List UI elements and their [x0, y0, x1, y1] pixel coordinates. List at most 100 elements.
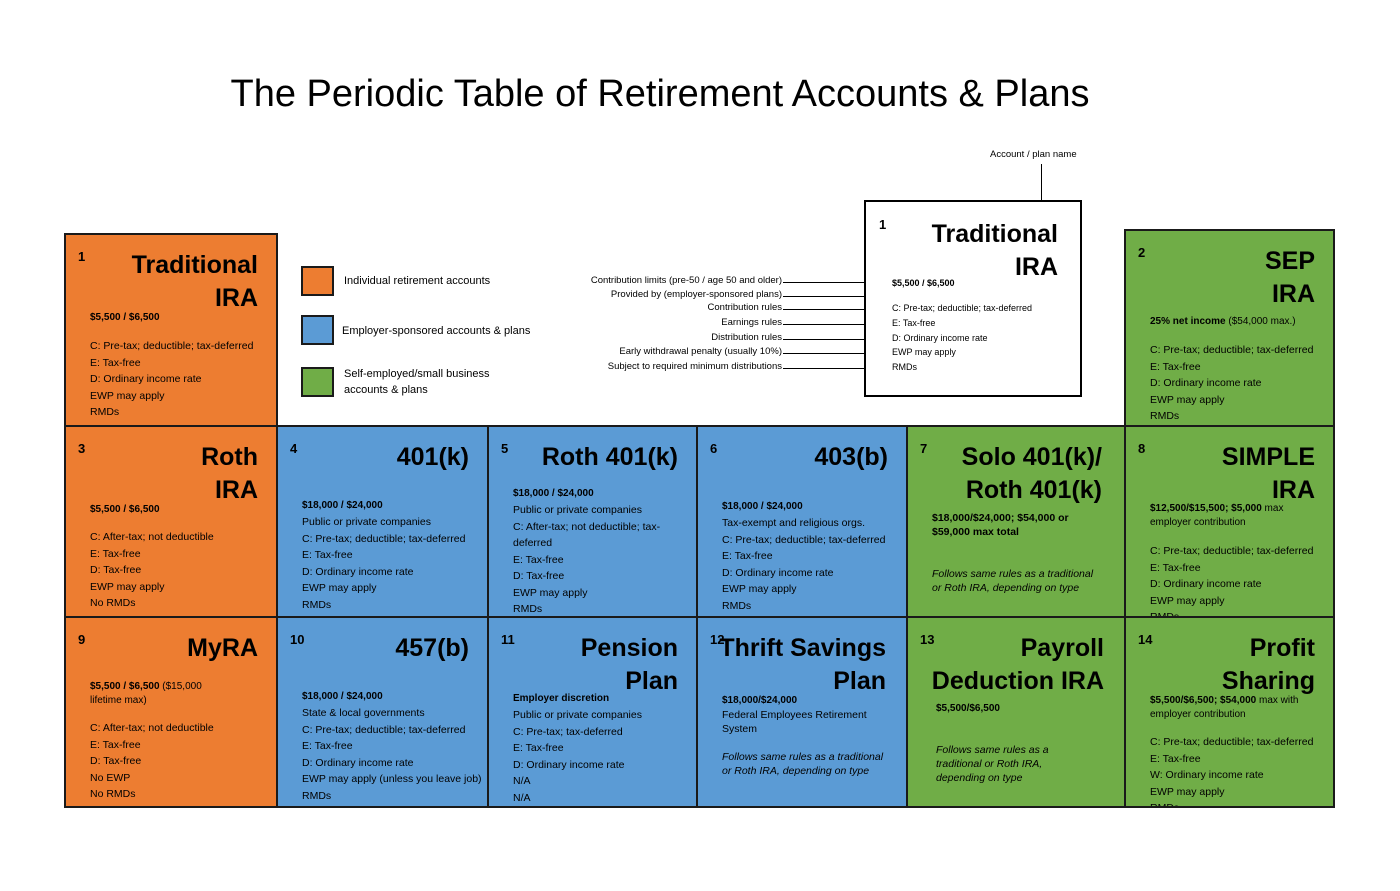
key-name-line-2: IRA [1014, 253, 1058, 281]
cell-number: 8 [1138, 441, 1146, 456]
cell-number: 5 [501, 441, 509, 456]
cell-name: Thrift Savings Plan [716, 632, 886, 698]
rule-contribution: C: Pre-tax; tax-deferred [513, 725, 623, 738]
rule-rmd: RMDs [90, 406, 120, 418]
cell-name-line-1: Traditional [131, 251, 258, 279]
cell-name: 401(k) [396, 443, 469, 471]
cell-name: Profit Sharing [1140, 632, 1315, 698]
cell-note: Follows same rules as a traditional or R… [722, 751, 884, 777]
key-line-provided-by [783, 296, 885, 297]
key-value-ewp: EWP may apply [892, 347, 956, 357]
cell-name-line-1: Profit [1249, 634, 1315, 662]
cell-contribution-limit: $18,000 / $24,000 [722, 501, 803, 512]
cell-name-line-1: Payroll [1020, 634, 1104, 662]
cell-name-line-2: Plan [833, 667, 886, 695]
cell-name-line-2: Roth 401(k) [965, 476, 1102, 504]
rule-ewp: EWP may apply [1150, 785, 1225, 798]
rule-contribution: C: Pre-tax; deductible; tax-deferred [90, 340, 254, 352]
cell-rules: Public or private companies C: Pre-tax; … [302, 514, 479, 613]
key-line-contribution-rules [783, 309, 885, 310]
cell-name-line-1: Solo 401(k)/ [961, 443, 1102, 471]
cell-name: SIMPLE IRA [1140, 441, 1315, 507]
cell-contribution-limit: $18,000/$24,000 [722, 695, 798, 706]
rule-contribution: C: Pre-tax; deductible; tax-deferred [1150, 344, 1314, 356]
key-value-rmd: RMDs [892, 362, 917, 372]
cell-name: 403(b) [814, 443, 888, 471]
cell-profit-sharing: 14 Profit Sharing $5,500/$6,500; $54,000… [1124, 616, 1335, 808]
rule-distribution: D: Ordinary income rate [1150, 377, 1262, 389]
cell-rules: C: Pre-tax; deductible; tax-deferred E: … [1150, 543, 1325, 616]
cell-name-line-1: SEP [1264, 247, 1315, 275]
cell-payroll-deduction-ira: 13 Payroll Deduction IRA $5,500/$6,500 F… [906, 616, 1126, 808]
limit-extra: ($54,000 max.) [1225, 316, 1296, 327]
legend-label-employer: Employer-sponsored accounts & plans [342, 325, 531, 337]
key-example-box: 1 Traditional IRA $5,500 / $6,500 C: Pre… [864, 200, 1082, 397]
rule-contribution: C: After-tax; not deductible [90, 722, 214, 734]
legend-swatch-individual [301, 266, 334, 296]
cell-name-line-2: IRA [214, 476, 258, 504]
cell-name: Payroll Deduction IRA [924, 632, 1104, 698]
key-number: 1 [879, 217, 887, 232]
rule-distribution: D: Ordinary income rate [722, 566, 834, 579]
cell-number: 13 [920, 632, 935, 647]
key-line-early-withdrawal [783, 353, 885, 354]
cell-note: Follows same rules as a traditional or R… [936, 744, 1049, 784]
cell-rules: State & local governments C: Pre-tax; de… [302, 705, 482, 804]
cell-number: 2 [1138, 245, 1146, 260]
key-line-rmd [783, 368, 885, 369]
rule-contribution: C: Pre-tax; deductible; tax-deferred [1150, 545, 1314, 557]
cell-roth-401k: 5 Roth 401(k) $18,000 / $24,000 Public o… [487, 425, 698, 618]
key-value-earnings: E: Tax-free [892, 318, 936, 328]
legend-swatch-employer [301, 315, 334, 345]
cell-pension-plan: 11 Pension Plan Employer discretion Publ… [487, 616, 698, 808]
cell-contribution-limit: 25% net income ($54,000 max.) [1150, 315, 1323, 329]
legend-label-individual: Individual retirement accounts [344, 275, 491, 287]
rule-distribution: D: Tax-free [513, 570, 565, 582]
rule-rmd: RMDs [513, 603, 543, 615]
legend-label-self-employed-line-1: Self-employed/small business [344, 368, 490, 380]
cell-contribution-limit: $5,500 / $6,500 [90, 504, 160, 515]
cell-401k: 4 401(k) $18,000 / $24,000 Public or pri… [276, 425, 489, 618]
cell-thrift-savings-plan: 12 Thrift Savings Plan $18,000/$24,000 F… [696, 616, 908, 808]
cell-roth-ira: 3 Roth IRA $5,500 / $6,500 C: After-tax;… [64, 425, 278, 618]
rule-earnings: E: Tax-free [722, 550, 773, 562]
cell-name: Solo 401(k)/ Roth 401(k) [932, 441, 1102, 507]
cell-name-line-2: IRA [1271, 280, 1315, 308]
cell-name: MyRA [187, 634, 258, 662]
cell-403b: 6 403(b) $18,000 / $24,000 Tax-exempt an… [696, 425, 908, 618]
rule-ewp: EWP may apply (unless you leave job) [302, 773, 482, 785]
cell-contribution-limit: $18,000 / $24,000 [302, 500, 383, 511]
rule-rmd: RMDs [302, 789, 332, 802]
cell-number: 6 [710, 441, 718, 456]
rule-ewp: EWP may apply [513, 586, 588, 599]
rule-rmd: RMDs [1150, 802, 1180, 808]
rule-earnings: E: Tax-free [1150, 561, 1201, 574]
cell-rules: C: Pre-tax; deductible; tax-deferred E: … [1150, 342, 1325, 425]
cell-contribution-limit: $12,500/$15,500; $5,000 max employer con… [1150, 502, 1305, 530]
rule-distribution: D: Ordinary income rate [302, 756, 414, 769]
cell-name-line-1: Pension [580, 634, 678, 662]
rule-distribution: D: Ordinary income rate [90, 373, 202, 385]
rule-contribution: C: Pre-tax; deductible; tax-deferred [722, 533, 886, 546]
rule-ewp: EWP may apply [90, 389, 165, 402]
key-label-contribution-limits: Contribution limits (pre-50 / age 50 and… [590, 275, 782, 286]
key-label-distribution-rules: Distribution rules [711, 332, 782, 343]
rule-rmd: RMDs [1150, 410, 1180, 422]
rule-withdrawal: W: Ordinary income rate [1150, 769, 1264, 781]
rule-rmd: RMDs [302, 598, 332, 611]
cell-457b: 10 457(b) $18,000 / $24,000 State & loca… [276, 616, 489, 808]
key-line-distribution-rules [783, 339, 885, 340]
cell-name-line-2: Plan [625, 667, 678, 695]
rule-rmd: RMDs [722, 599, 752, 612]
cell-number: 3 [78, 441, 86, 456]
limit-main: $12,500/$15,500; $5,000 [1150, 503, 1262, 514]
rule-provided-by: Public or private companies [513, 709, 642, 721]
legend-label-self-employed-line-2: accounts & plans [344, 384, 428, 396]
rule-ewp: EWP may apply [1150, 594, 1225, 607]
rule-contribution: C: Pre-tax; deductible; tax-deferred [302, 723, 466, 736]
cell-contribution-limit: Employer discretion [513, 693, 610, 704]
cell-contribution-limit: $18,000 / $24,000 [302, 691, 383, 702]
key-label-earnings-rules: Earnings rules [721, 317, 782, 328]
rule-rmd: No RMDs [90, 788, 136, 800]
cell-name: Traditional IRA [83, 249, 258, 315]
